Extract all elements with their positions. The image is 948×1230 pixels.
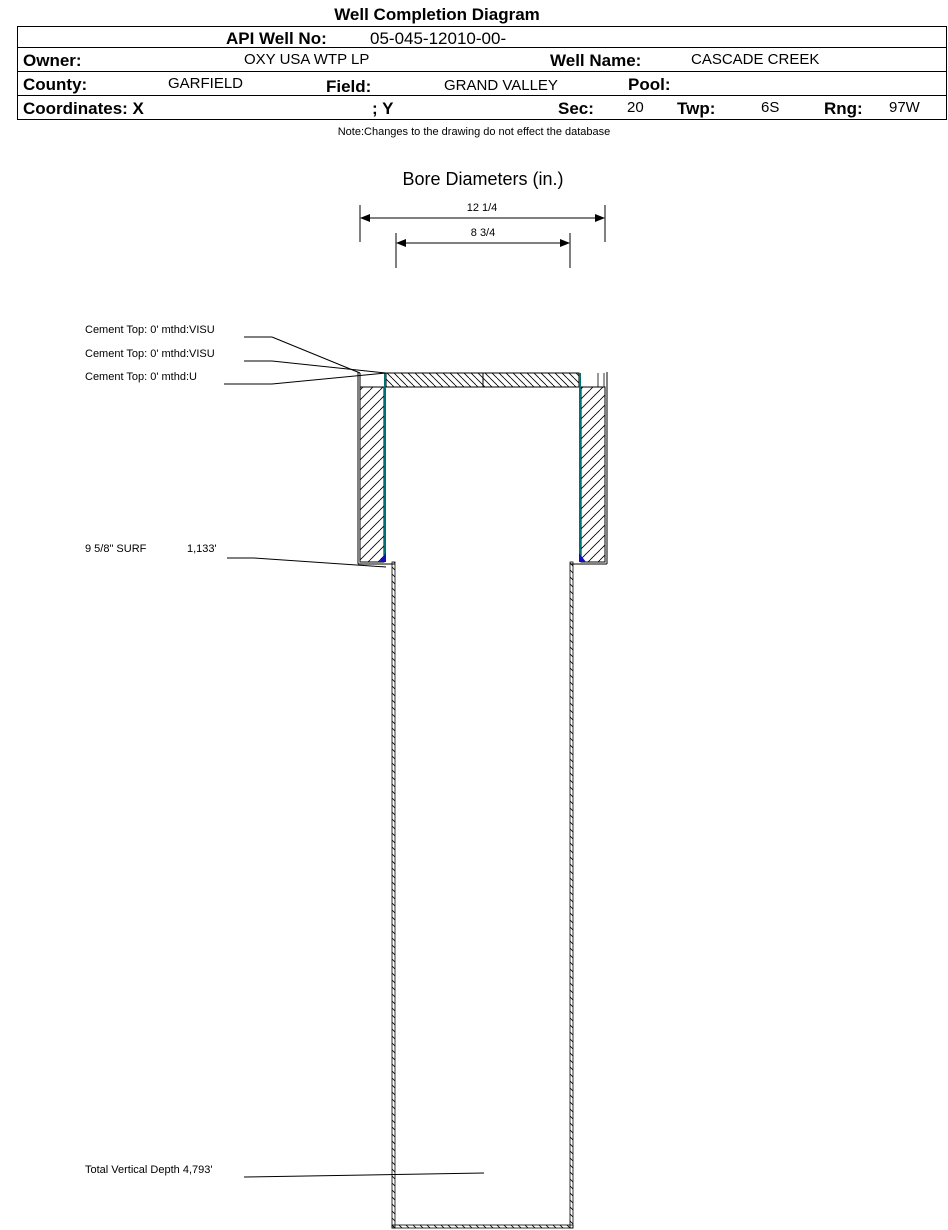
casing-depth-label: 1,133' [187,543,217,555]
drawing-note: Note:Changes to the drawing do not effec… [337,126,611,138]
county-label: County: [23,75,88,94]
owner-value: OXY USA WTP LP [244,51,370,68]
header-row-county: County: GARFIELD Field: GRAND VALLEY Poo… [18,72,946,96]
cement-top-label-1: Cement Top: 0' mthd:VISU [85,324,215,336]
rng-label: Rng: [824,99,863,118]
header-row-coordinates: Coordinates: X ; Y Sec: 20 Twp: 6S Rng: … [18,96,946,120]
header-row-owner: Owner: OXY USA WTP LP Well Name: CASCADE… [18,48,946,72]
cement-top-annotation-1: Cement Top: 0' mthd:VISU [85,324,361,374]
field-label: Field: [326,77,372,96]
surface-hole [357,372,608,565]
cement-top-label-3: Cement Top: 0' mthd:U [85,371,197,383]
sec-label: Sec: [558,99,594,118]
bore-diameters-title: Bore Diameters (in.) [402,169,564,189]
county-value: GARFIELD [168,75,244,92]
coord-y-label: ; Y [372,99,394,118]
casing-shoe-left [379,553,386,562]
pool-label: Pool: [628,75,671,94]
production-hole [390,561,575,1229]
casing-shoe-right [579,553,586,562]
sec-value: 20 [627,99,644,116]
cement-top-annotation-2: Cement Top: 0' mthd:VISU [85,348,387,374]
surface-casing [379,373,586,562]
casing-label: 9 5/8" SURF [85,543,147,555]
api-label: API Well No: [226,29,327,48]
surface-cement-cap [359,372,605,388]
inner-bore-dimension: 8 3/4 [395,227,571,268]
cement-top-annotation-3: Cement Top: 0' mthd:U [85,371,387,385]
well-name-value: CASCADE CREEK [691,51,820,68]
well-header-table: API Well No: 05-045-12010-00- Owner: OXY… [17,26,947,120]
tvd-annotation: Total Vertical Depth 4,793' [85,1164,485,1178]
well-name-label: Well Name: [550,51,642,70]
api-value: 05-045-12010-00- [370,29,507,48]
outer-bore-dimension: 12 1/4 [359,202,606,242]
outer-bore-label: 12 1/4 [467,202,498,214]
cement-top-label-2: Cement Top: 0' mthd:VISU [85,348,215,360]
casing-annotation: 9 5/8" SURF 1,133' [85,543,387,568]
owner-label: Owner: [23,51,82,70]
inner-bore-label: 8 3/4 [471,227,495,239]
header-row-api: API Well No: 05-045-12010-00- [18,27,946,48]
tvd-label: Total Vertical Depth 4,793' [85,1164,212,1176]
twp-label: Twp: [677,99,716,118]
twp-value: 6S [761,99,780,116]
coord-x-label: Coordinates: X [23,99,144,118]
rng-value: 97W [889,99,920,116]
diagram-title: Well Completion Diagram [334,5,540,24]
field-value: GRAND VALLEY [444,77,558,94]
